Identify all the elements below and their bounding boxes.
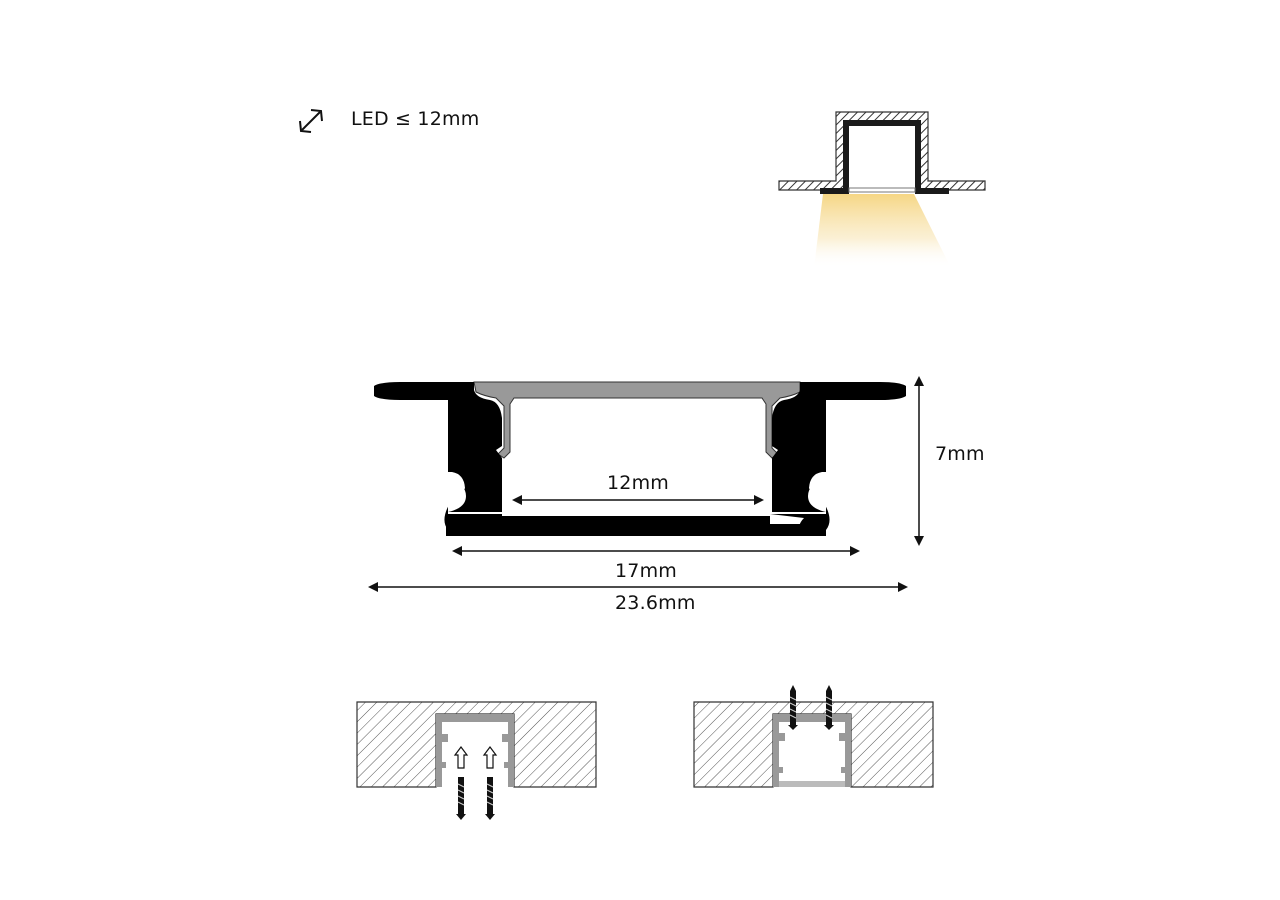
led-size-label: LED ≤ 12mm (351, 108, 480, 130)
recessed-install-light-icon (776, 108, 988, 298)
base-width-label: 17mm (615, 560, 677, 582)
inner-width-label: 12mm (607, 472, 669, 494)
height-label: 7mm (935, 443, 985, 465)
base-width-dimension-line (452, 544, 860, 558)
profile-cross-section (370, 378, 910, 558)
total-width-label: 23.6mm (615, 592, 696, 614)
led-size-indicator (298, 107, 324, 135)
screw-mount-from-below-icon (356, 700, 598, 824)
inner-width-dimension-line (512, 493, 764, 507)
height-dimension-line (912, 376, 926, 546)
diagonal-double-arrow-icon (298, 108, 324, 134)
screw-mount-from-inside-icon (693, 685, 935, 790)
total-width-dimension-line (368, 580, 908, 594)
